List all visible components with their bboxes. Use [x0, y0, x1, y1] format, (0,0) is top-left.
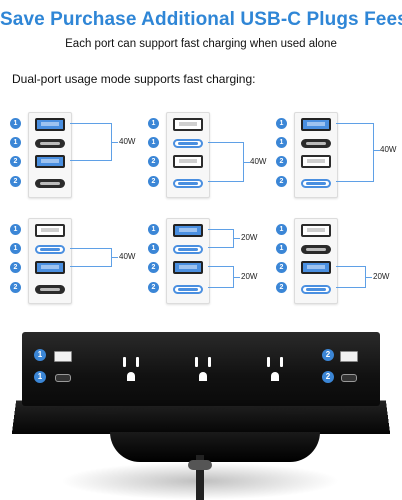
usb-c-port-icon — [301, 179, 331, 188]
bracket-connector — [234, 277, 240, 278]
port-number-badge: 1 — [276, 118, 287, 129]
port-number-badge: 2 — [322, 349, 334, 361]
page-subtitle: Each port can support fast charging when… — [65, 38, 337, 50]
port-panel — [166, 112, 210, 198]
bracket-connector — [374, 150, 380, 151]
charging-bracket — [208, 229, 234, 248]
port-number-badge: 2 — [148, 262, 159, 273]
port-number-badge: 1 — [276, 243, 287, 254]
usb-c-port-icon — [35, 245, 65, 254]
usb-a-port-icon — [173, 118, 203, 131]
port-panel — [294, 112, 338, 198]
diagram-a2-c2: 1 1 2 2 20W — [272, 218, 402, 304]
usb-a-port-icon — [54, 351, 72, 362]
usb-a-port-icon — [173, 224, 203, 237]
port-number-badge: 2 — [276, 282, 287, 293]
clamp-screw — [196, 455, 204, 500]
usb-a-port-icon — [35, 224, 65, 237]
port-panel — [28, 112, 72, 198]
wattage-label: 20W — [241, 272, 258, 281]
usb-c-port-icon — [35, 179, 65, 188]
usb-a-port-icon — [173, 155, 203, 168]
usb-c-port-icon — [173, 245, 203, 254]
usb-c-port-icon — [55, 374, 71, 382]
usb-a-port-icon — [35, 261, 65, 274]
ac-outlet — [262, 354, 288, 386]
port-panel — [294, 218, 338, 304]
port-number-badge: 1 — [10, 243, 21, 254]
desk-clamp — [110, 432, 320, 462]
diagram-a1-c2: 1 1 2 2 40W — [272, 112, 402, 198]
usb-c-port-icon — [35, 139, 65, 148]
usb-a-port-icon — [340, 351, 358, 362]
mode-label: Dual-port usage mode supports fast charg… — [12, 72, 256, 86]
charging-bracket — [336, 266, 366, 288]
usb-a-port-icon — [173, 261, 203, 274]
usb-c-port-icon — [301, 285, 331, 294]
usb-c-port-icon — [173, 285, 203, 294]
ac-outlet — [190, 354, 216, 386]
wattage-label: 40W — [250, 157, 267, 166]
bracket-connector — [112, 142, 118, 143]
wattage-label: 40W — [119, 252, 136, 261]
port-number-badge: 2 — [148, 282, 159, 293]
charging-bracket — [208, 266, 234, 288]
charging-bracket — [336, 123, 374, 182]
wattage-label: 20W — [241, 233, 258, 242]
usb-a-port-icon — [301, 261, 331, 274]
port-number-badge: 2 — [10, 176, 21, 187]
port-number-badge: 2 — [10, 262, 21, 273]
wattage-label: 40W — [119, 137, 136, 146]
diagram-c1-a2: 1 1 2 2 40W — [6, 218, 136, 304]
page-title: Save Purchase Additional USB-C Plugs Fee… — [0, 9, 402, 30]
usb-c-port-icon — [301, 139, 331, 148]
port-panel — [166, 218, 210, 304]
port-number-badge: 1 — [148, 224, 159, 235]
wattage-label: 20W — [373, 272, 390, 281]
usb-a-port-icon — [35, 118, 65, 131]
port-number-badge: 2 — [276, 176, 287, 187]
port-number-badge: 2 — [148, 176, 159, 187]
port-panel — [28, 218, 72, 304]
diagram-a1-a2: 1 1 2 2 40W — [6, 112, 136, 198]
bracket-connector — [244, 162, 250, 163]
diagram-c1-c2: 1 1 2 2 40W — [144, 112, 274, 198]
port-number-badge: 1 — [148, 137, 159, 148]
usb-a-port-icon — [301, 224, 331, 237]
bracket-connector — [112, 257, 118, 258]
usb-a-port-icon — [35, 155, 65, 168]
port-number-badge: 2 — [276, 262, 287, 273]
port-number-badge: 2 — [322, 371, 334, 383]
port-number-badge: 1 — [10, 224, 21, 235]
usb-c-port-icon — [173, 139, 203, 148]
port-number-badge: 1 — [34, 371, 46, 383]
usb-c-port-icon — [35, 285, 65, 294]
bracket-connector — [366, 277, 372, 278]
port-number-badge: 2 — [10, 282, 21, 293]
power-strip: 1 1 2 2 — [22, 332, 380, 406]
usb-c-port-icon — [341, 374, 357, 382]
charging-bracket — [70, 248, 112, 267]
usb-a-port-icon — [301, 118, 331, 131]
usb-c-port-icon — [301, 245, 331, 254]
usb-c-port-icon — [173, 179, 203, 188]
charging-bracket — [208, 142, 244, 182]
port-number-badge: 1 — [10, 118, 21, 129]
charging-bracket — [70, 123, 112, 161]
bracket-connector — [234, 238, 240, 239]
diagram-all-ports: 1 1 2 2 20W 20W — [144, 218, 274, 304]
clamp-knob — [188, 460, 212, 470]
wattage-label: 40W — [380, 145, 397, 154]
usb-a-port-icon — [301, 155, 331, 168]
port-number-badge: 2 — [276, 156, 287, 167]
port-number-badge: 1 — [148, 118, 159, 129]
port-number-badge: 1 — [10, 137, 21, 148]
ac-outlet — [118, 354, 144, 386]
port-number-badge: 2 — [10, 156, 21, 167]
port-number-badge: 1 — [276, 137, 287, 148]
port-number-badge: 2 — [148, 156, 159, 167]
port-number-badge: 1 — [148, 243, 159, 254]
port-number-badge: 1 — [34, 349, 46, 361]
port-number-badge: 1 — [276, 224, 287, 235]
